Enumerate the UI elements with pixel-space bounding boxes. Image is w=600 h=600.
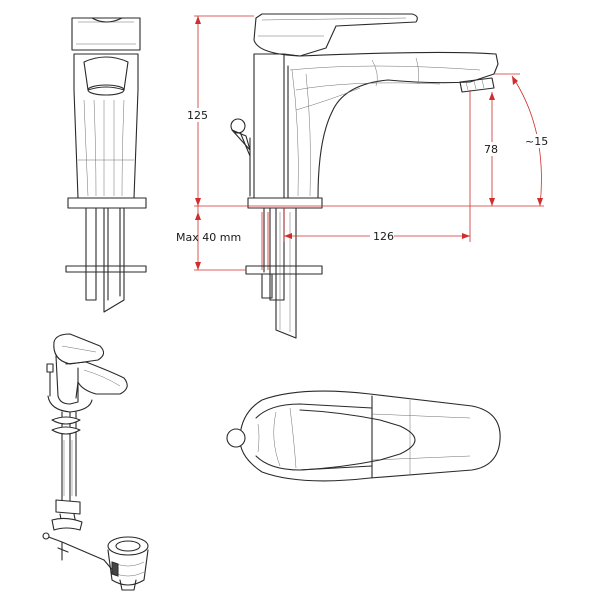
dimension-spout-angle-label: ~15: [525, 135, 548, 148]
side-view: [65, 17, 147, 313]
dimension-spout-height-label: 78: [484, 143, 498, 156]
front-view: [230, 13, 499, 339]
dimension-height-label: 125: [187, 109, 208, 122]
dimension-max-deck-label: Max 40 mm: [176, 231, 241, 244]
dimension-labels: 125 78 ~15 Max 40 mm 126: [176, 108, 548, 244]
isometric-view: [42, 333, 149, 591]
dimension-reach-label: 126: [373, 230, 394, 243]
top-view: [226, 390, 501, 482]
dimension-lines: [194, 15, 544, 271]
